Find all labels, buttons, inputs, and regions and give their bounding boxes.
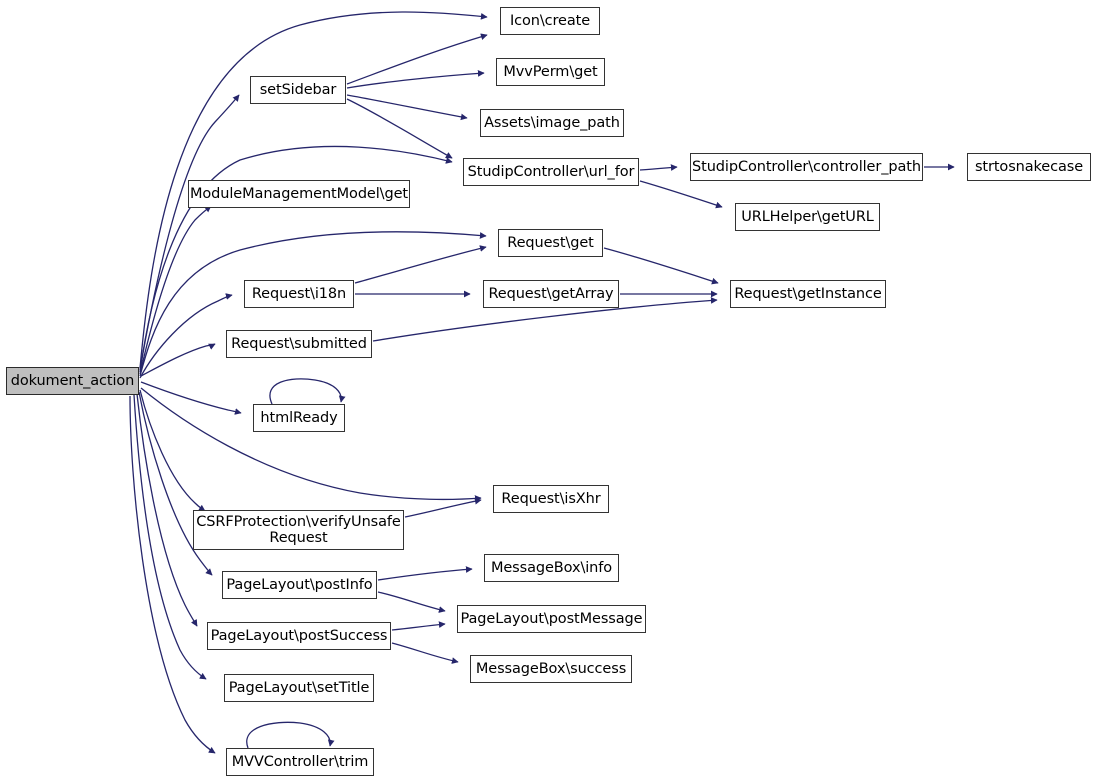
graph-edge-postInfo-to-msgBoxInfo: [377, 566, 473, 581]
graph-node-requestGetInst[interactable]: Request\getInstance: [730, 280, 886, 308]
graph-node-label: StudipController\url_for: [467, 163, 635, 180]
graph-node-msgBoxInfo[interactable]: MessageBox\info: [484, 554, 619, 582]
graph-node-requestGet[interactable]: Request\get: [498, 229, 603, 257]
graph-node-msgBoxSuccess[interactable]: MessageBox\success: [470, 655, 632, 683]
graph-edge-requestI18n-to-requestGet: [354, 245, 487, 284]
graph-edge-postInfo-to-postMessage: [377, 591, 446, 613]
graph-node-postSuccess[interactable]: PageLayout\postSuccess: [207, 622, 391, 650]
graph-node-controllerPath[interactable]: StudipController\controller_path: [690, 153, 923, 181]
graph-node-label: CSRFProtection\verifyUnsafe Request: [196, 513, 401, 546]
graph-edge-postSuccess-to-postMessage: [391, 621, 446, 631]
graph-node-postInfo[interactable]: PageLayout\postInfo: [222, 571, 377, 599]
graph-node-label: MessageBox\info: [490, 559, 613, 576]
graph-edge-urlFor-to-controllerPath: [639, 164, 678, 171]
graph-node-label: Request\submitted: [231, 335, 367, 352]
graph-node-label: MessageBox\success: [475, 660, 627, 677]
graph-node-label: Assets\image_path: [484, 114, 620, 131]
graph-node-label: StudipController\controller_path: [692, 158, 921, 175]
graph-node-label: MVVController\trim: [231, 753, 369, 770]
graph-node-requestSubmitted[interactable]: Request\submitted: [226, 330, 372, 358]
graph-edge-postSuccess-to-msgBoxSuccess: [391, 642, 459, 664]
graph-node-label: ModuleManagementModel\get: [190, 185, 408, 202]
graph-node-requestGetArray[interactable]: Request\getArray: [483, 280, 619, 308]
graph-node-label: setSidebar: [259, 81, 337, 98]
graph-node-htmlReady[interactable]: htmlReady: [253, 404, 345, 432]
graph-node-label: Request\getInstance: [734, 285, 882, 302]
graph-node-label: URLHelper\getURL: [741, 208, 874, 225]
graph-node-setSidebar[interactable]: setSidebar: [250, 76, 346, 104]
graph-node-moduleMgmtGet[interactable]: ModuleManagementModel\get: [188, 180, 410, 208]
graph-node-mvvPermGet[interactable]: MvvPerm\get: [496, 58, 605, 86]
graph-node-label: Request\isXhr: [501, 490, 601, 507]
graph-node-requestIsXhr[interactable]: Request\isXhr: [493, 485, 609, 513]
graph-edge-dokument_action-to-requestSubmitted: [140, 343, 216, 377]
graph-node-label: Icon\create: [509, 12, 591, 29]
graph-edge-requestGet-to-requestGetInst: [603, 247, 719, 285]
graph-node-iconCreate[interactable]: Icon\create: [500, 7, 600, 35]
graph-node-dokument_action[interactable]: dokument_action: [6, 367, 139, 395]
graph-node-label: Request\get: [507, 234, 594, 251]
graph-node-requestI18n[interactable]: Request\i18n: [244, 280, 354, 308]
graph-node-label: Request\i18n: [251, 285, 347, 302]
graph-edge-setSidebar-to-assetsImagePath: [346, 94, 468, 121]
graph-edge-mvvTrim-to-mvvTrim: [246, 721, 335, 749]
graph-node-label: PageLayout\setTitle: [228, 679, 370, 696]
graph-edge-dokument_action-to-setSidebar: [139, 94, 240, 371]
graph-node-assetsImagePath[interactable]: Assets\image_path: [480, 109, 624, 137]
graph-edge-dokument_action-to-htmlReady: [140, 381, 242, 415]
graph-edge-csrfVerify-to-requestIsXhr: [404, 497, 482, 518]
graph-node-label: Request\getArray: [488, 285, 614, 302]
graph-edge-setSidebar-to-mvvPermGet: [346, 70, 485, 89]
graph-edge-setSidebar-to-urlFor: [346, 98, 453, 159]
graph-edge-urlFor-to-getURL: [639, 180, 723, 209]
graph-edge-dokument_action-to-requestI18n: [139, 293, 233, 379]
graph-node-label: htmlReady: [260, 409, 338, 426]
graph-edge-dokument_action-to-csrfVerify: [139, 389, 206, 512]
graph-node-label: PageLayout\postInfo: [226, 576, 373, 593]
graph-node-label: dokument_action: [10, 372, 135, 389]
graph-edge-setSidebar-to-iconCreate: [346, 33, 488, 85]
graph-edge-dokument_action-to-moduleMgmtGet: [139, 205, 212, 375]
graph-node-label: MvvPerm\get: [503, 63, 598, 80]
graph-edge-htmlReady-to-htmlReady: [269, 378, 346, 405]
graph-node-urlFor[interactable]: StudipController\url_for: [463, 158, 639, 186]
graph-node-postMessage[interactable]: PageLayout\postMessage: [457, 605, 646, 633]
graph-node-strtosnakecase[interactable]: strtosnakecase: [967, 153, 1091, 181]
graph-node-setTitle[interactable]: PageLayout\setTitle: [224, 674, 374, 702]
graph-node-mvvTrim[interactable]: MVVController\trim: [226, 748, 374, 776]
graph-node-getURL[interactable]: URLHelper\getURL: [735, 203, 880, 231]
graph-edge-dokument_action-to-postSuccess: [136, 393, 198, 627]
graph-node-label: PageLayout\postMessage: [460, 610, 643, 627]
graph-node-label: strtosnakecase: [974, 158, 1084, 175]
graph-node-csrfVerify[interactable]: CSRFProtection\verifyUnsafe Request: [193, 510, 404, 550]
graph-node-label: PageLayout\postSuccess: [210, 627, 388, 644]
graph-edge-dokument_action-to-mvvTrim: [129, 395, 216, 754]
